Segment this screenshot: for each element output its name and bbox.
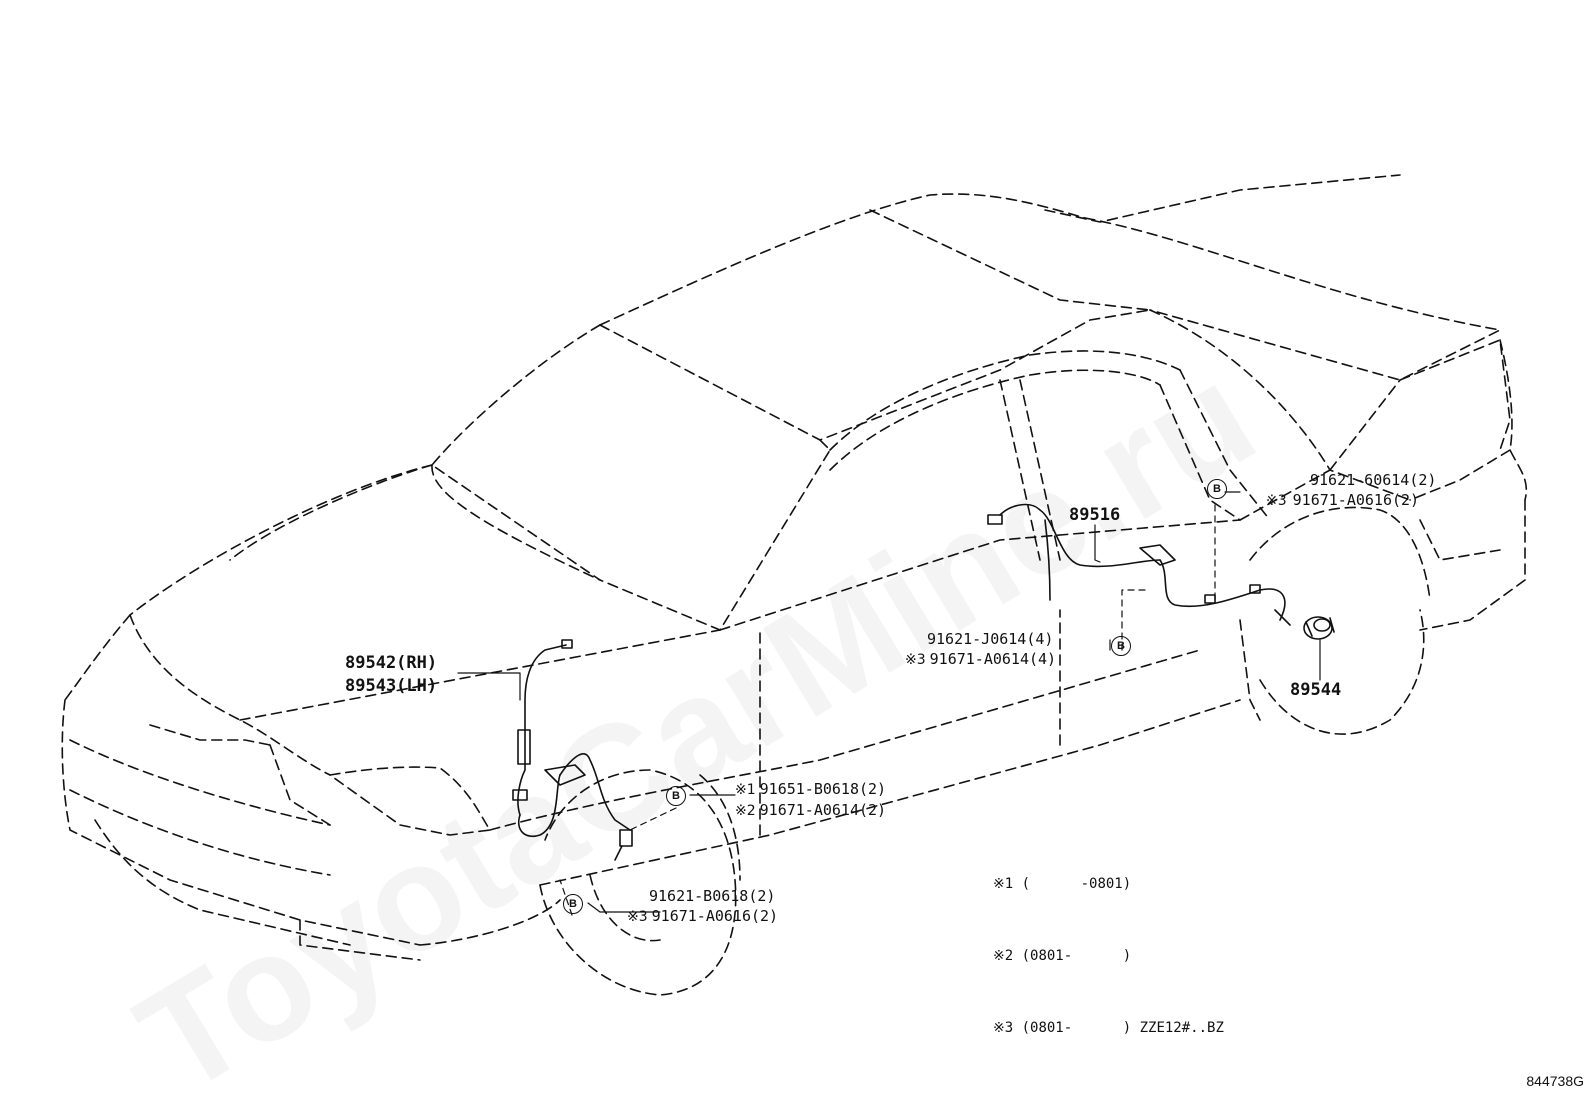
fastener-row: 91621-J0614(4) <box>905 629 1056 649</box>
fastener-row: 91621-B0618(2) <box>627 886 778 906</box>
fastener-mark: ※3 <box>1266 493 1287 509</box>
fastener-part: 91621-60614(2) <box>1310 471 1437 489</box>
part-label-89544: 89544 <box>1290 680 1342 700</box>
fastener-part: 91671-A0614(4) <box>929 650 1057 668</box>
fastener-part: 91651-B0618(2) <box>759 780 887 798</box>
part-label-89542: 89542(RH) <box>345 653 438 673</box>
rear-speed-sensor-harness <box>987 503 1291 626</box>
fastener-row: 91621-60614(2) <box>1288 470 1436 490</box>
fastener-mark: ※2 <box>735 803 756 819</box>
note-line: ※1 ( -0801) <box>993 876 1132 892</box>
front-speed-sensor-harness <box>512 639 633 861</box>
fastener-row: ※3 91671-A0616(2) <box>1266 490 1436 511</box>
figure-number: 844738G <box>1526 1073 1584 1089</box>
fastener-part: 91621-J0614(4) <box>927 630 1054 648</box>
fastener-rear: 91621-60614(2) ※3 91671-A0616(2) <box>1266 470 1436 511</box>
fastener-part: 91621-B0618(2) <box>649 887 776 905</box>
fastener-mark: ※1 <box>735 782 756 798</box>
fastener-mark: ※3 <box>627 909 648 925</box>
leader-lines <box>457 491 1321 913</box>
fastener-part: 91671-A0614(2) <box>759 801 887 819</box>
car-body-outline <box>61 174 1528 996</box>
applicability-notes: ※1 ( -0801) ※2 (0801- ) ※3 (0801- ) ZZE1… <box>993 824 1224 1088</box>
part-label-89543: 89543(LH) <box>345 676 438 696</box>
bolt-symbol-center: B <box>1111 636 1131 656</box>
bolt-symbol-front-lower: B <box>563 894 583 914</box>
fastener-part: 91671-A0616(2) <box>1292 491 1420 509</box>
rear-sensor-rotor <box>1303 616 1335 640</box>
fastener-part: 91671-A0616(2) <box>651 907 779 925</box>
bolt-symbol-rear: B <box>1207 479 1227 499</box>
part-label-89516: 89516 <box>1069 505 1121 525</box>
bolt-symbol-front-upper: B <box>666 786 686 806</box>
note-line: ※3 (0801- ) ZZE12#..BZ <box>993 1020 1224 1036</box>
note-line: ※2 (0801- ) <box>993 948 1132 964</box>
fastener-mark: ※3 <box>905 652 926 668</box>
